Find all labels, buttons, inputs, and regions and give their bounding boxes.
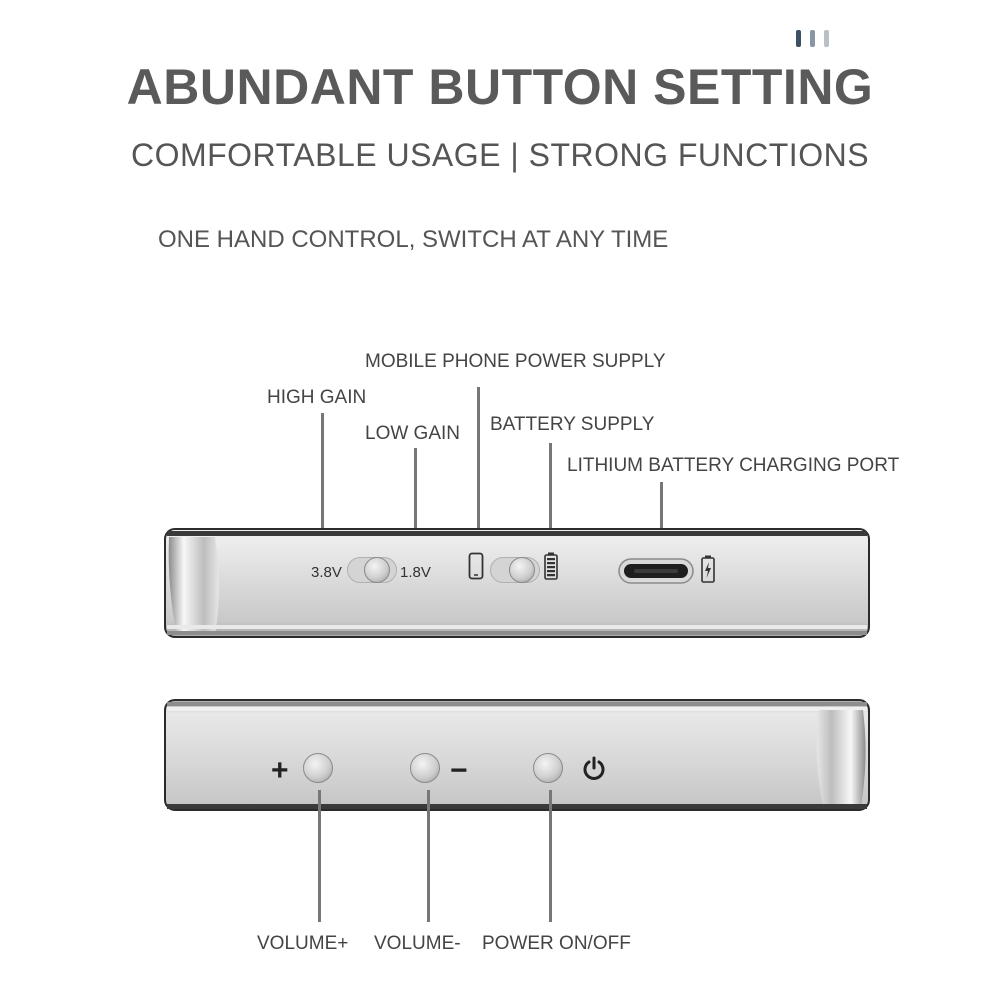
low-gain-label: LOW GAIN [365, 423, 461, 444]
power-source-switch-knob[interactable] [509, 557, 535, 583]
gain-switch[interactable] [347, 557, 397, 583]
device-top-side: 3.8V 1.8V [163, 527, 871, 638]
dot [796, 30, 801, 47]
plus-symbol: + [271, 754, 289, 787]
volume-up-label: VOLUME+ [257, 933, 349, 954]
device-bottom-body [164, 699, 870, 811]
power-source-switch[interactable] [490, 557, 540, 583]
dot [810, 30, 815, 47]
battery-supply-label: BATTERY SUPPLY [490, 414, 655, 435]
usb-c-port-icon[interactable] [618, 558, 694, 589]
mobile-phone-power-pointer [477, 387, 480, 545]
battery-supply-pointer [549, 443, 552, 545]
gain-switch-knob[interactable] [364, 557, 390, 583]
device-top-body [164, 528, 870, 638]
page-subtitle: COMFORTABLE USAGE | STRONG FUNCTIONS [130, 137, 870, 173]
mobile-phone-power-label: MOBILE PHONE POWER SUPPLY [365, 351, 666, 372]
power-label: POWER ON/OFF [482, 933, 631, 954]
minus-symbol: − [450, 754, 468, 787]
low-gain-pointer [414, 448, 417, 548]
tagline: ONE HAND CONTROL, SWITCH AT ANY TIME [158, 226, 669, 253]
charging-port-pointer [660, 482, 663, 545]
phone-icon [468, 552, 484, 585]
power-pointer [549, 790, 552, 922]
volume-down-button[interactable] [410, 753, 440, 783]
voltage-high-label: 3.8V [311, 564, 342, 581]
high-gain-label: HIGH GAIN [267, 387, 367, 408]
power-button[interactable] [533, 753, 563, 783]
charging-port-label: LITHIUM BATTERY CHARGING PORT [567, 455, 900, 476]
volume-up-button[interactable] [303, 753, 333, 783]
high-gain-pointer [321, 413, 324, 546]
charging-bolt-icon [701, 555, 715, 588]
voltage-low-label: 1.8V [400, 564, 431, 581]
dot [824, 30, 829, 47]
device-bottom-side: + − [163, 698, 871, 813]
volume-up-pointer [318, 790, 321, 922]
decorative-dots [796, 30, 836, 48]
power-icon [580, 755, 608, 788]
battery-full-icon [544, 552, 558, 585]
volume-down-pointer [427, 790, 430, 922]
page-title: ABUNDANT BUTTON SETTING [126, 59, 874, 115]
volume-down-label: VOLUME- [374, 933, 461, 954]
